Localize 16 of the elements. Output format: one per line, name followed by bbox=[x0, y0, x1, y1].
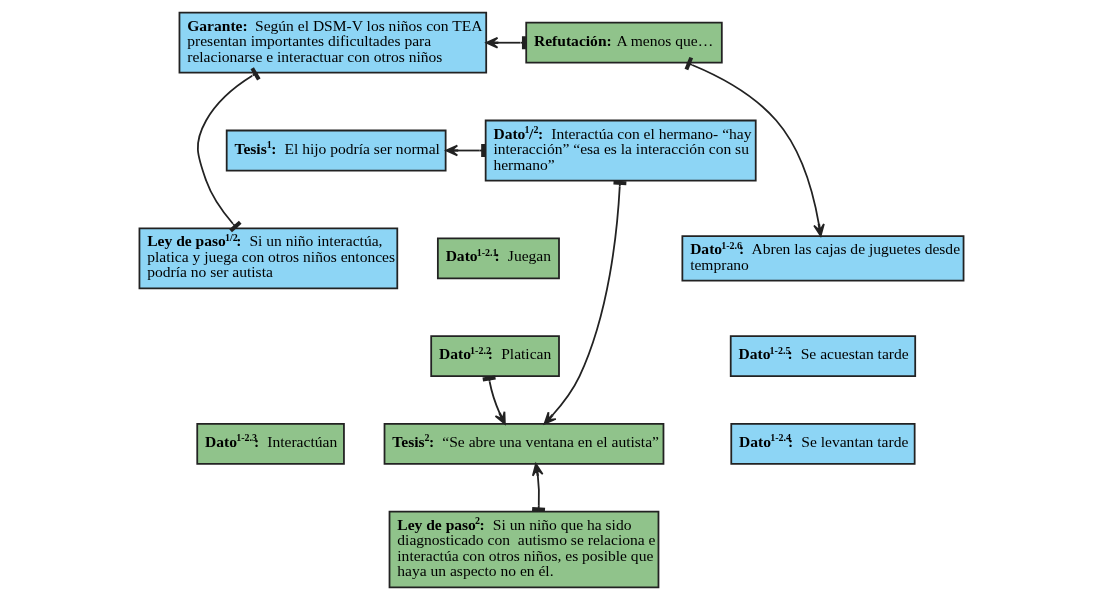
connector bbox=[196, 67, 261, 233]
node-box: Dato$^{1-2.6}$: Abren las cajas de juguetes desde temprano bbox=[681, 235, 964, 282]
arrow bbox=[543, 179, 626, 425]
node-box: Tesis$^{2}$: “Se abre una ventana en el autista” bbox=[383, 423, 664, 465]
node-box: Garante: Según el DSM-V los niños con TEA presentan importantes dificultades para relacionarse e interactuar con otros niños bbox=[178, 11, 487, 74]
node-box: Tesis$^{1}$: El hijo podría ser normal bbox=[225, 129, 447, 172]
node-box: Dato$^{1-2.5}$: Se acuestan tarde bbox=[729, 335, 916, 377]
arrow bbox=[485, 36, 527, 50]
arrow bbox=[481, 375, 506, 425]
node-box: Dato$^{1-2.3}$: Interactúan bbox=[195, 423, 345, 465]
node-box: Dato$^{1-2.4}$: Se levantan tarde bbox=[729, 423, 916, 465]
node-box: Dato$^{1}$/$^{2}$: Interactúa con el hermano- “hay interacción” “esa es la interacción con su hermano” bbox=[484, 119, 757, 182]
node-box: Ley de paso$^{1/2}$: Si un niño interactúa, platica y juega con otros niños entonces podría no ser autista bbox=[138, 227, 398, 290]
arrow bbox=[684, 56, 825, 237]
node-box: Ley de paso$^{2}$: Si un niño que ha sido diagnosticado con autismo se relaciona e interactúa con otros niños, es posible que haya un aspecto no en él. bbox=[388, 510, 659, 589]
node-box: Dato$^{1-2.1}$: Juegan bbox=[436, 237, 560, 280]
